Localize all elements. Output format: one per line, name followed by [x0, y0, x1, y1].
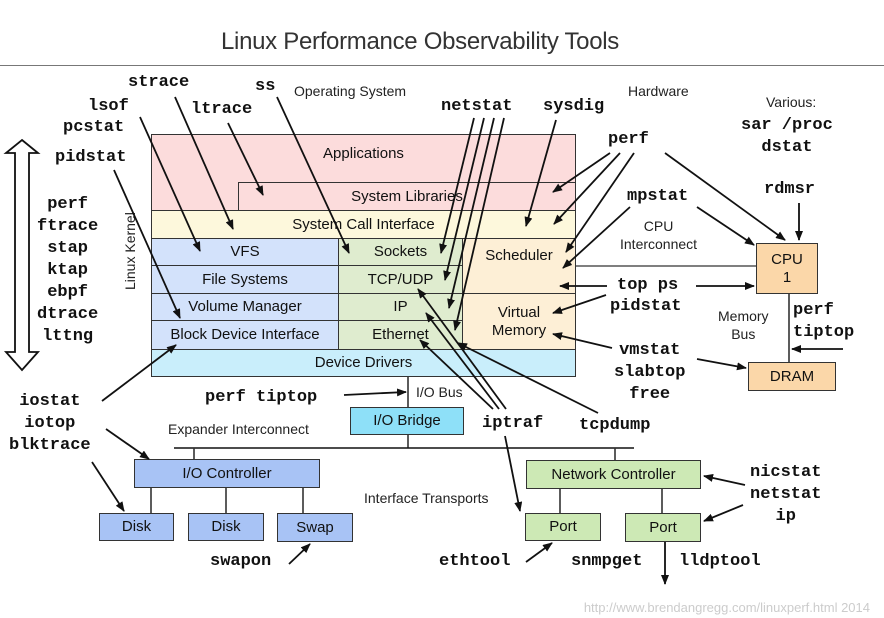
arrow-mpstat-cpu [696, 206, 755, 246]
arrow-blktrace [91, 461, 125, 512]
arrow-swapon [288, 543, 311, 565]
disk-box: Disk [188, 513, 264, 541]
tool-perf-tiptop-io: perf tiptop [205, 388, 318, 407]
io-bridge-box: I/O Bridge [350, 407, 464, 435]
title-divider [0, 65, 884, 66]
page-title: Linux Performance Observability Tools [221, 28, 619, 55]
vfs-layer: VFS [151, 238, 339, 266]
tool-pcstat: pcstat [63, 118, 125, 137]
tool-mpstat: mpstat [627, 187, 689, 206]
device-drivers-layer: Device Drivers [151, 349, 576, 377]
virtual-memory-layer: Virtual Memory [462, 293, 576, 350]
swap-box: Swap [277, 513, 353, 542]
tool-ltrace: ltrace [191, 100, 253, 119]
tool-sar-proc-dstat: sar /proc dstat [741, 116, 833, 157]
tcp-udp-layer: TCP/UDP [338, 265, 463, 294]
tool-vmstat-slabtop-free: vmstat slabtop free [614, 341, 686, 404]
source-footer: http://www.brendangregg.com/linuxperf.ht… [583, 600, 870, 615]
tool-sysdig: sysdig [543, 97, 605, 116]
arrow-iotop [105, 428, 150, 460]
tool-pidstat-right: pidstat [610, 297, 682, 316]
system-call-interface-layer: System Call Interface [151, 210, 576, 239]
hardware-section-label: Hardware [628, 83, 689, 99]
disk-box: Disk [99, 513, 174, 541]
tool-pidstat: pidstat [55, 148, 127, 167]
tool-lldptool: lldptool [679, 552, 761, 571]
file-systems-layer: File Systems [151, 265, 339, 294]
ip-layer: IP [338, 293, 463, 321]
arrow-nicstat-nc [703, 474, 746, 486]
io-bus-label: I/O Bus [416, 384, 463, 400]
cpu-box: CPU 1 [756, 243, 818, 294]
arrow-iptraf-port [504, 435, 523, 512]
cpu-interconnect-label: CPU Interconnect [620, 218, 698, 252]
tool-iostat-iotop-blktrace: iostat iotop blktrace [9, 392, 91, 455]
tool-strace: strace [128, 73, 190, 92]
tool-lsof: lsof [88, 97, 129, 116]
tool-iptraf: iptraf [482, 414, 544, 433]
scheduler-layer: Scheduler [462, 238, 576, 294]
linux-kernel-label: Linux Kernel [122, 212, 138, 290]
system-libraries-layer: System Libraries [238, 182, 576, 211]
interface-transports-label: Interface Transports [364, 490, 489, 506]
tool-perf: perf [608, 130, 649, 149]
arrow-vmstat-dram [696, 358, 747, 371]
port-box: Port [525, 513, 601, 541]
ethernet-layer: Ethernet [338, 320, 463, 350]
tool-swapon: swapon [210, 552, 272, 571]
arrow-ethtool [525, 542, 553, 563]
memory-bus-label: Memory Bus [718, 308, 769, 342]
expander-interconnect-label: Expander Interconnect [168, 421, 309, 437]
tool-tracers: perf ftrace stap ktap ebpf dtrace lttng [37, 195, 99, 346]
kernel-span-double-arrow [3, 138, 41, 372]
various-label: Various: [766, 94, 817, 110]
port-box: Port [625, 513, 701, 542]
os-section-label: Operating System [294, 83, 407, 99]
arrow-netstat-port [703, 504, 744, 522]
tool-netstat: netstat [441, 97, 513, 116]
block-device-interface-layer: Block Device Interface [151, 320, 339, 350]
tool-tcpdump: tcpdump [579, 416, 651, 435]
tool-rdmsr: rdmsr [764, 180, 816, 199]
io-controller-box: I/O Controller [134, 459, 320, 488]
tool-ss: ss [255, 77, 276, 96]
arrow-perf-tiptop-io [343, 388, 407, 397]
network-controller-box: Network Controller [526, 460, 701, 489]
sockets-layer: Sockets [338, 238, 463, 266]
dram-box: DRAM [748, 362, 836, 391]
tool-perf-tiptop-mem: perf tiptop [793, 301, 855, 342]
tool-nicstat-netstat-ip: nicstat netstat ip [750, 463, 822, 526]
tool-ethtool: ethtool [439, 552, 511, 571]
volume-manager-layer: Volume Manager [151, 293, 339, 321]
tool-snmpget: snmpget [571, 552, 643, 571]
tool-top-ps: top ps [617, 276, 679, 295]
